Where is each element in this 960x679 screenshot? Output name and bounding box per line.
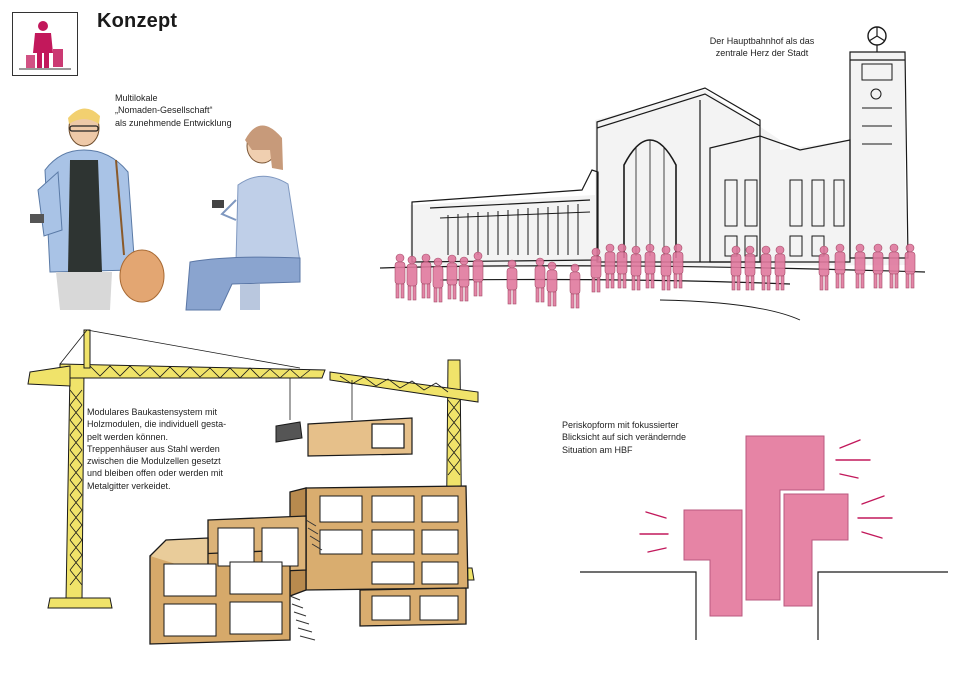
caption-periscope: Periskopform mit fokussierter Blicksicht… [562,420,687,455]
logo-icon [12,12,78,76]
person-with-luggage-icon [19,21,71,70]
caption-nomaden: Multilokale „Nomaden-Gesellschaft“ als z… [115,93,232,128]
crowd-figures [394,243,916,309]
crane-modules-sketch [27,329,479,645]
periscope-form-sketch [580,435,948,640]
caption-hauptbahnhof: Der Hauptbahnhof als das zentrale Herz d… [709,36,815,59]
caption-modular-system: Modulares Baukastensystem mit Holzmodule… [87,407,227,491]
page-title: Konzept [97,10,178,32]
nomad-people-sketch [30,108,301,311]
